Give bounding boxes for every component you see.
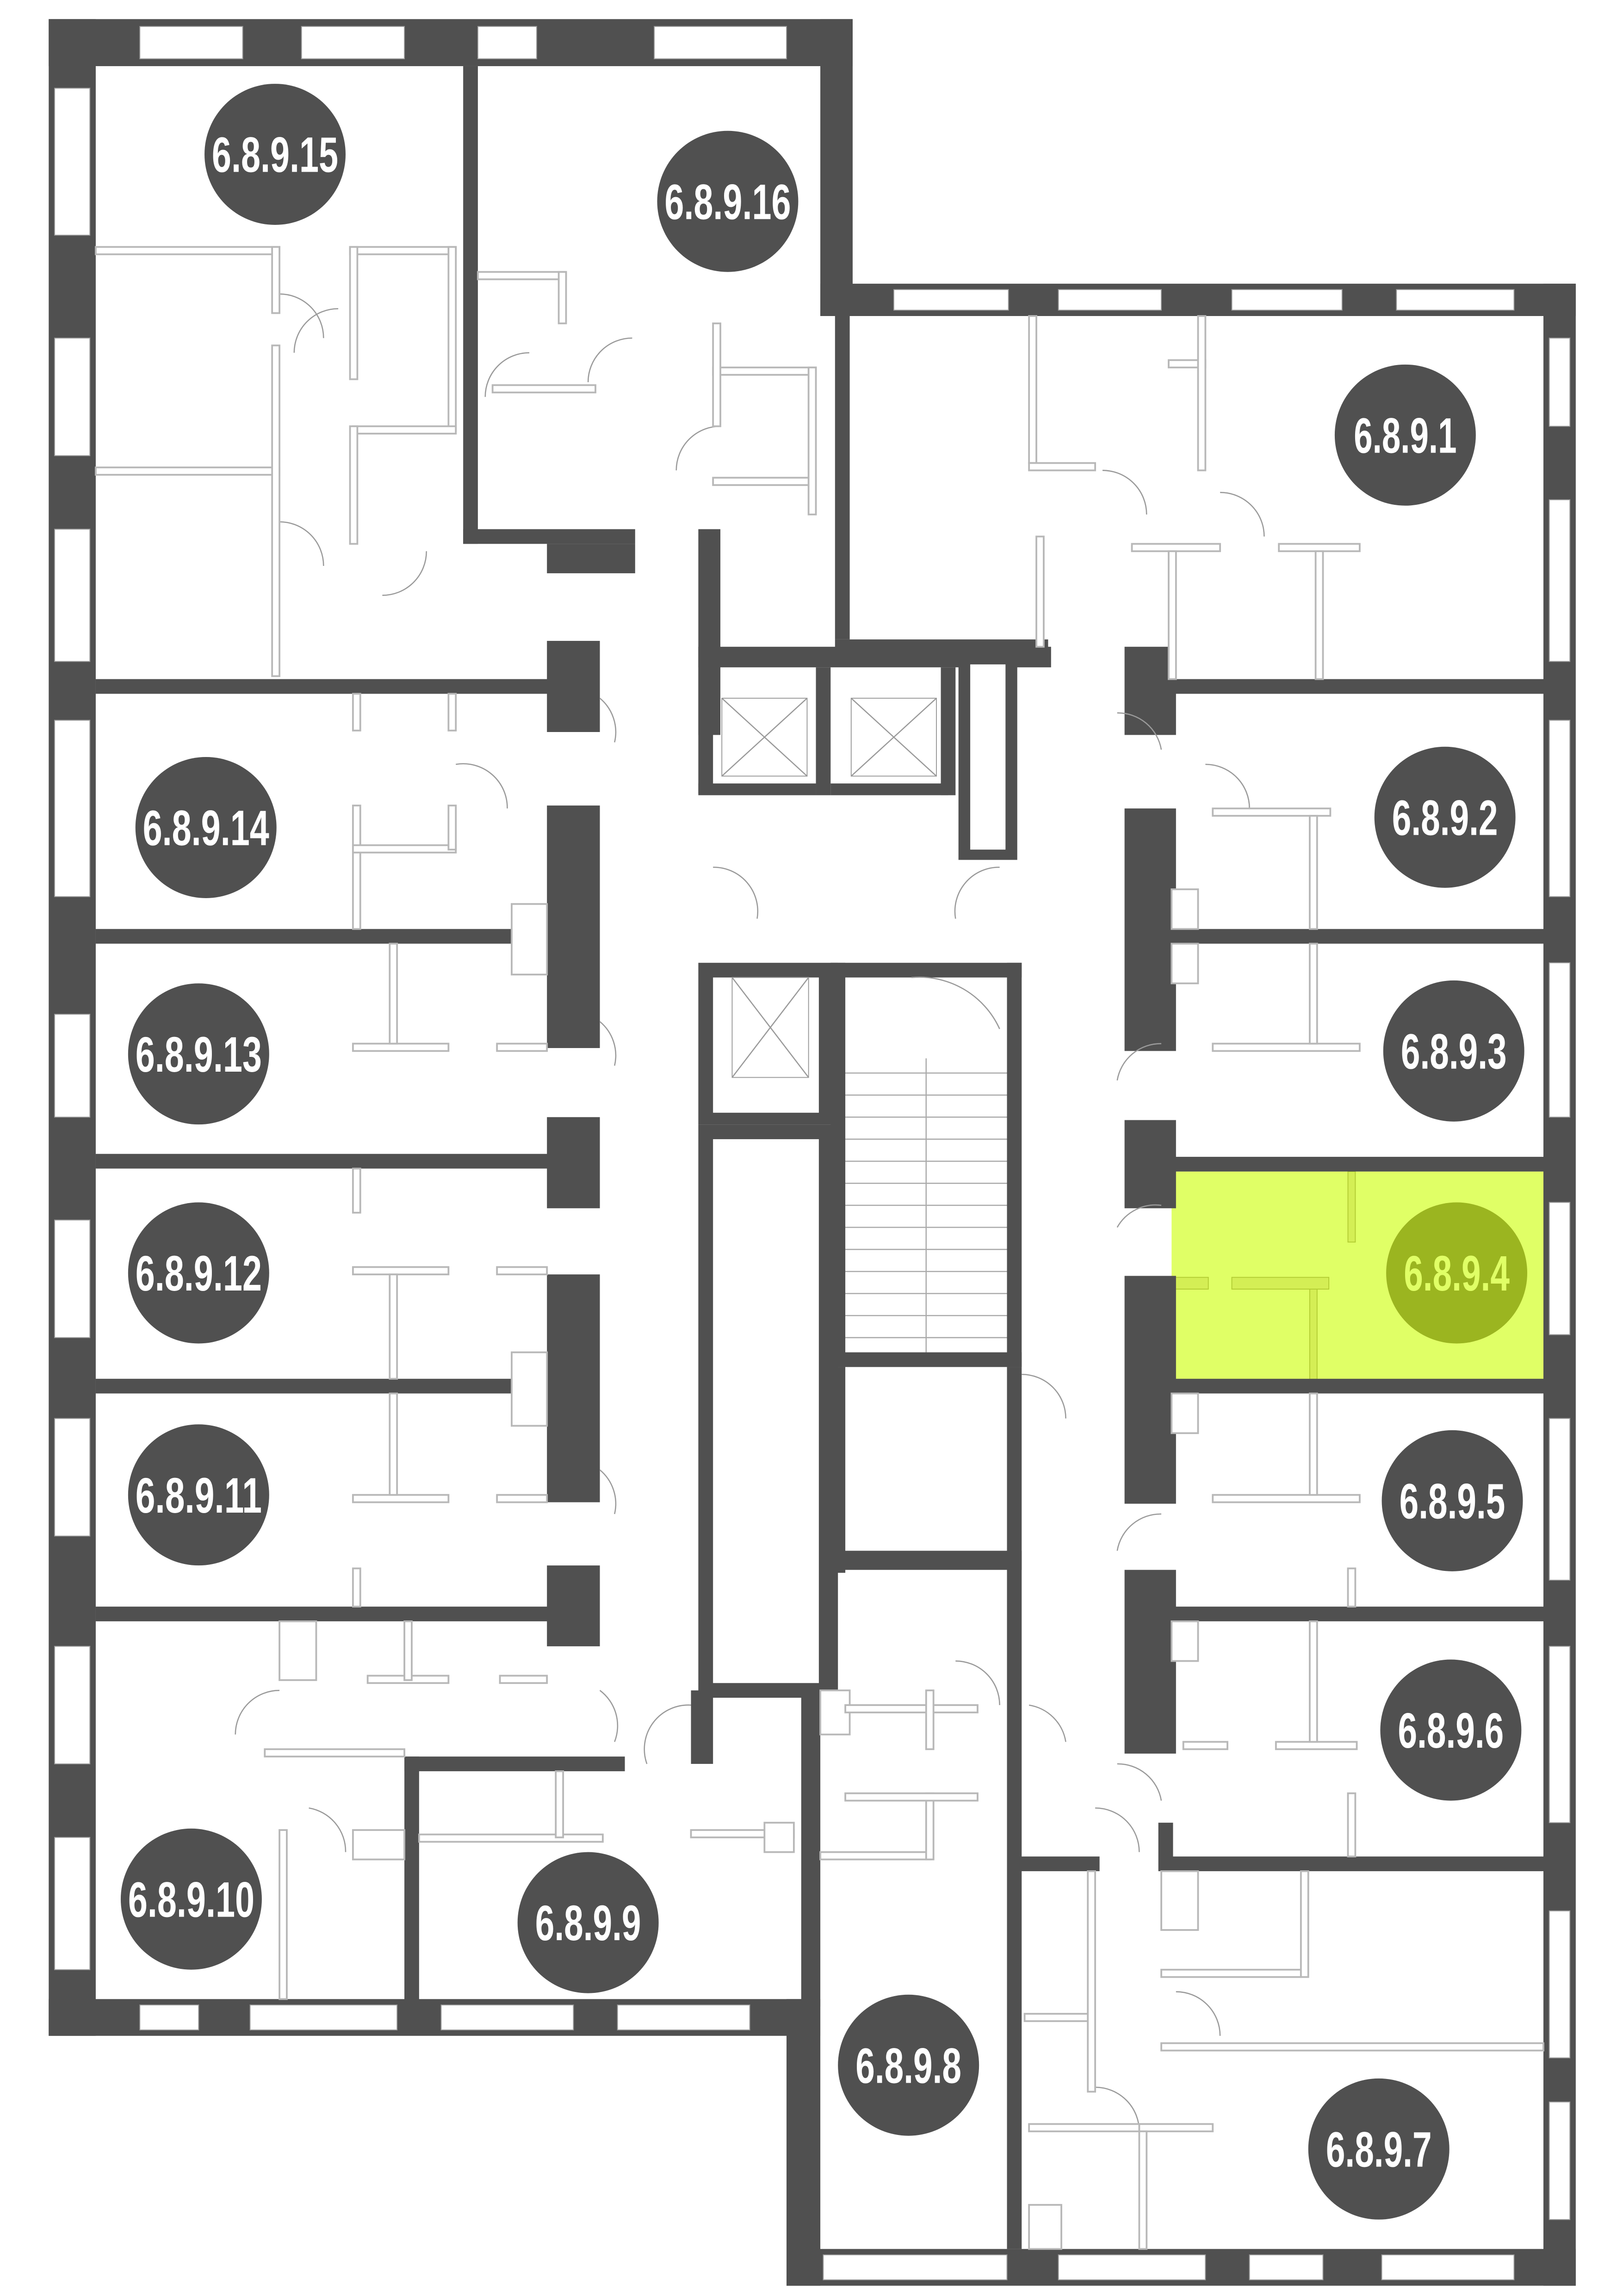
unit-label: 6.8.9.7	[1326, 2121, 1432, 2177]
unit-label: 6.8.9.14	[143, 800, 269, 856]
unit-label: 6.8.9.9	[535, 1895, 641, 1951]
unit-marker-6-8-9-9[interactable]: 6.8.9.9	[517, 1852, 659, 1993]
unit-label: 6.8.9.12	[136, 1245, 262, 1301]
partitions	[95, 246, 1544, 2250]
unit-label: 6.8.9.11	[136, 1467, 262, 1523]
windows	[54, 26, 1571, 2281]
unit-marker-6-8-9-15[interactable]: 6.8.9.15	[204, 84, 346, 225]
unit-4-partitions	[1171, 1171, 1356, 1381]
unit-label: 6.8.9.10	[128, 1871, 254, 1927]
building-core	[698, 646, 1051, 1698]
unit-marker-6-8-9-6[interactable]: 6.8.9.6	[1380, 1659, 1522, 1801]
unit-label: 6.8.9.4	[1404, 1245, 1510, 1301]
unit-marker-6-8-9-11[interactable]: 6.8.9.11	[128, 1424, 269, 1566]
unit-marker-6-8-9-13[interactable]: 6.8.9.13	[128, 983, 269, 1125]
unit-marker-6-8-9-16[interactable]: 6.8.9.16	[657, 130, 799, 272]
unit-label: 6.8.9.13	[136, 1026, 262, 1082]
unit-label: 6.8.9.6	[1398, 1702, 1504, 1758]
unit-marker-6-8-9-3[interactable]: 6.8.9.3	[1383, 980, 1524, 1122]
unit-marker-6-8-9-14[interactable]: 6.8.9.14	[135, 757, 277, 898]
unit-label: 6.8.9.8	[855, 2037, 961, 2093]
unit-marker-6-8-9-7[interactable]: 6.8.9.7	[1308, 2078, 1450, 2220]
unit-marker-6-8-9-1[interactable]: 6.8.9.1	[1334, 364, 1476, 506]
unit-label: 6.8.9.5	[1400, 1473, 1505, 1529]
doors	[235, 293, 1265, 2132]
unit-label: 6.8.9.2	[1392, 789, 1498, 845]
unit-marker-6-8-9-2[interactable]: 6.8.9.2	[1374, 746, 1516, 888]
unit-marker-6-8-9-10[interactable]: 6.8.9.10	[120, 1828, 262, 1970]
unit-marker-6-8-9-12[interactable]: 6.8.9.12	[128, 1202, 269, 1344]
staircase	[845, 1058, 1007, 1353]
unit-marker-6-8-9-5[interactable]: 6.8.9.5	[1381, 1430, 1523, 1571]
unit-label: 6.8.9.16	[664, 174, 791, 230]
unit-label: 6.8.9.15	[212, 127, 338, 183]
unit-label: 6.8.9.3	[1401, 1023, 1507, 1079]
unit-label: 6.8.9.1	[1354, 407, 1456, 463]
interior-walls	[95, 66, 1543, 2249]
unit-marker-6-8-9-8[interactable]: 6.8.9.8	[838, 1994, 979, 2136]
unit-marker-6-8-9-4-selected[interactable]: 6.8.9.4	[1386, 1202, 1528, 1344]
